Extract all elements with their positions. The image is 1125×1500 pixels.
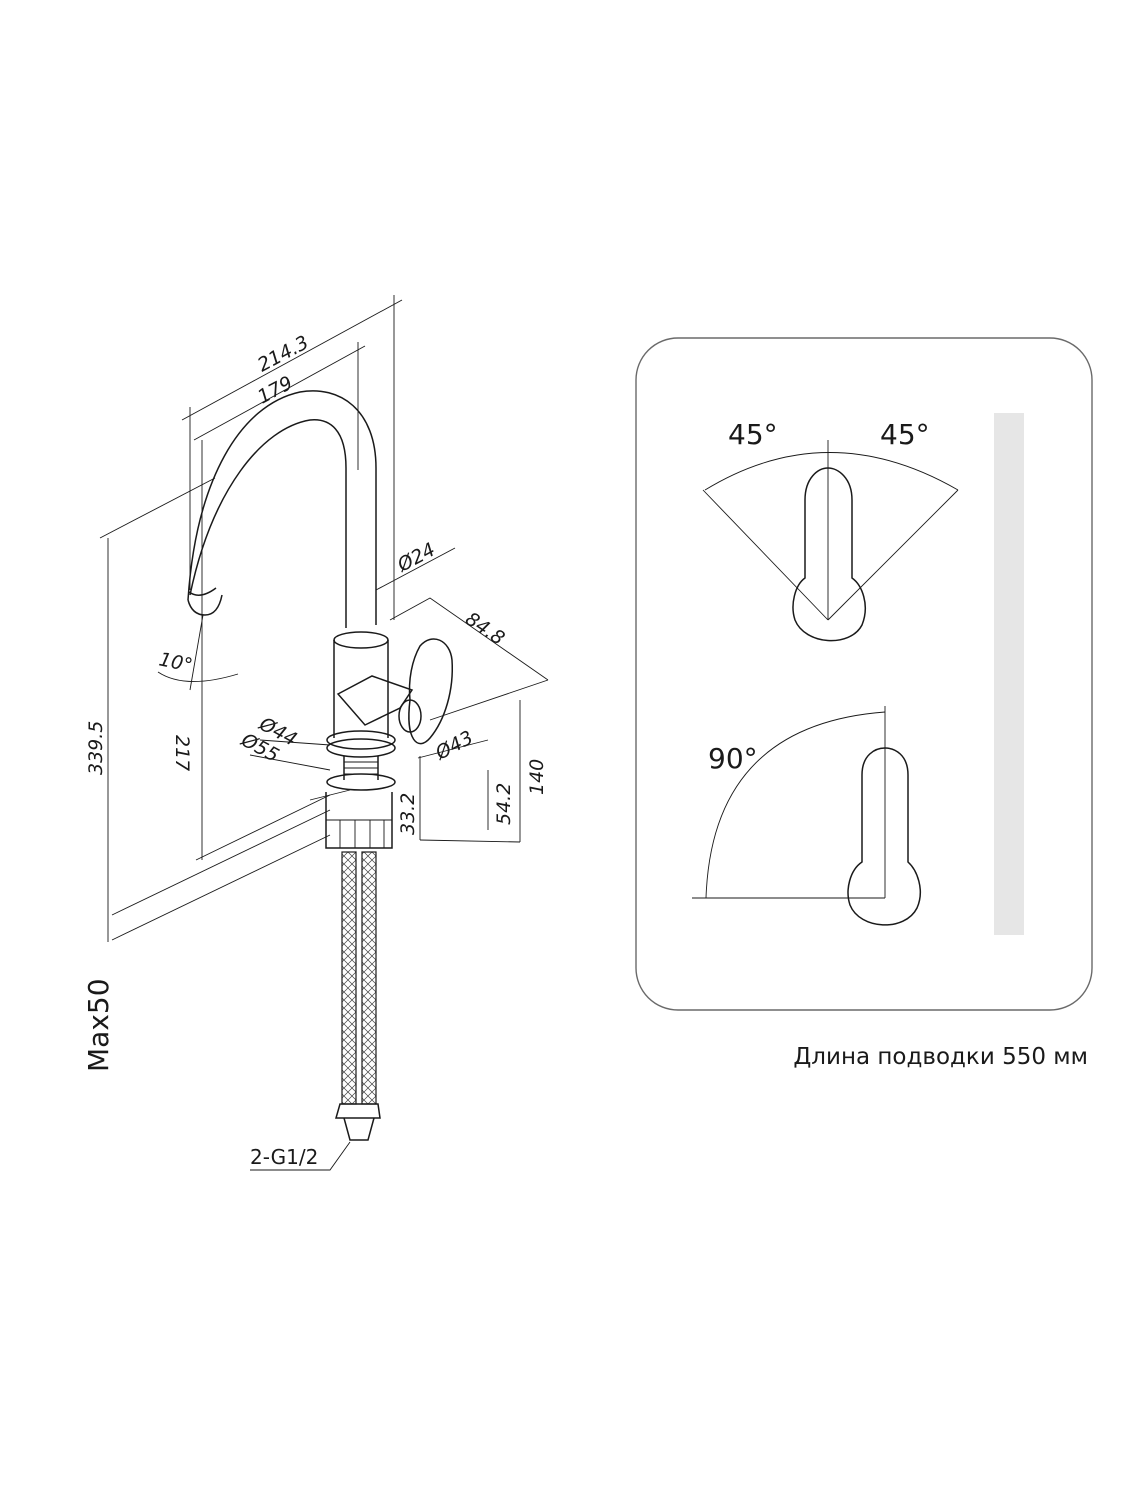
panel-frame — [635, 337, 1093, 1011]
handle-rotation-panel: 45° 45° 90° — [635, 337, 1093, 1011]
dim-base-height: 33.2 — [397, 793, 419, 835]
dim-body-height: 140 — [526, 759, 548, 795]
dim-spout-height: 217 — [171, 735, 193, 771]
dim-handle-length: 84.8 — [461, 608, 508, 650]
dim-total-height: 339.5 — [85, 721, 107, 775]
dimension-lines — [99, 295, 549, 1171]
dim-body-diameter: Ø43 — [431, 727, 477, 765]
dim-max-countertop: Max50 — [82, 978, 115, 1072]
hose-length-caption: Длина подводки 550 мм — [793, 1044, 1088, 1070]
dim-hose-connection: 2-G1/2 — [250, 1145, 318, 1169]
faucet-outline — [187, 390, 454, 849]
dim-lever-height: 54.2 — [493, 783, 515, 825]
lever-diagram-upper — [702, 440, 959, 642]
dim-spout-angle: 10° — [157, 648, 195, 677]
angle-left: 45° — [728, 418, 778, 451]
dim-overall-reach: 214.3 — [254, 331, 312, 376]
braided-hose — [335, 851, 381, 1141]
angle-right: 45° — [880, 418, 930, 451]
panel-side-bar — [994, 413, 1024, 935]
lever-diagram-lower — [692, 706, 921, 926]
angle-rotation: 90° — [708, 742, 758, 775]
dim-spout-diameter: Ø24 — [393, 539, 439, 577]
